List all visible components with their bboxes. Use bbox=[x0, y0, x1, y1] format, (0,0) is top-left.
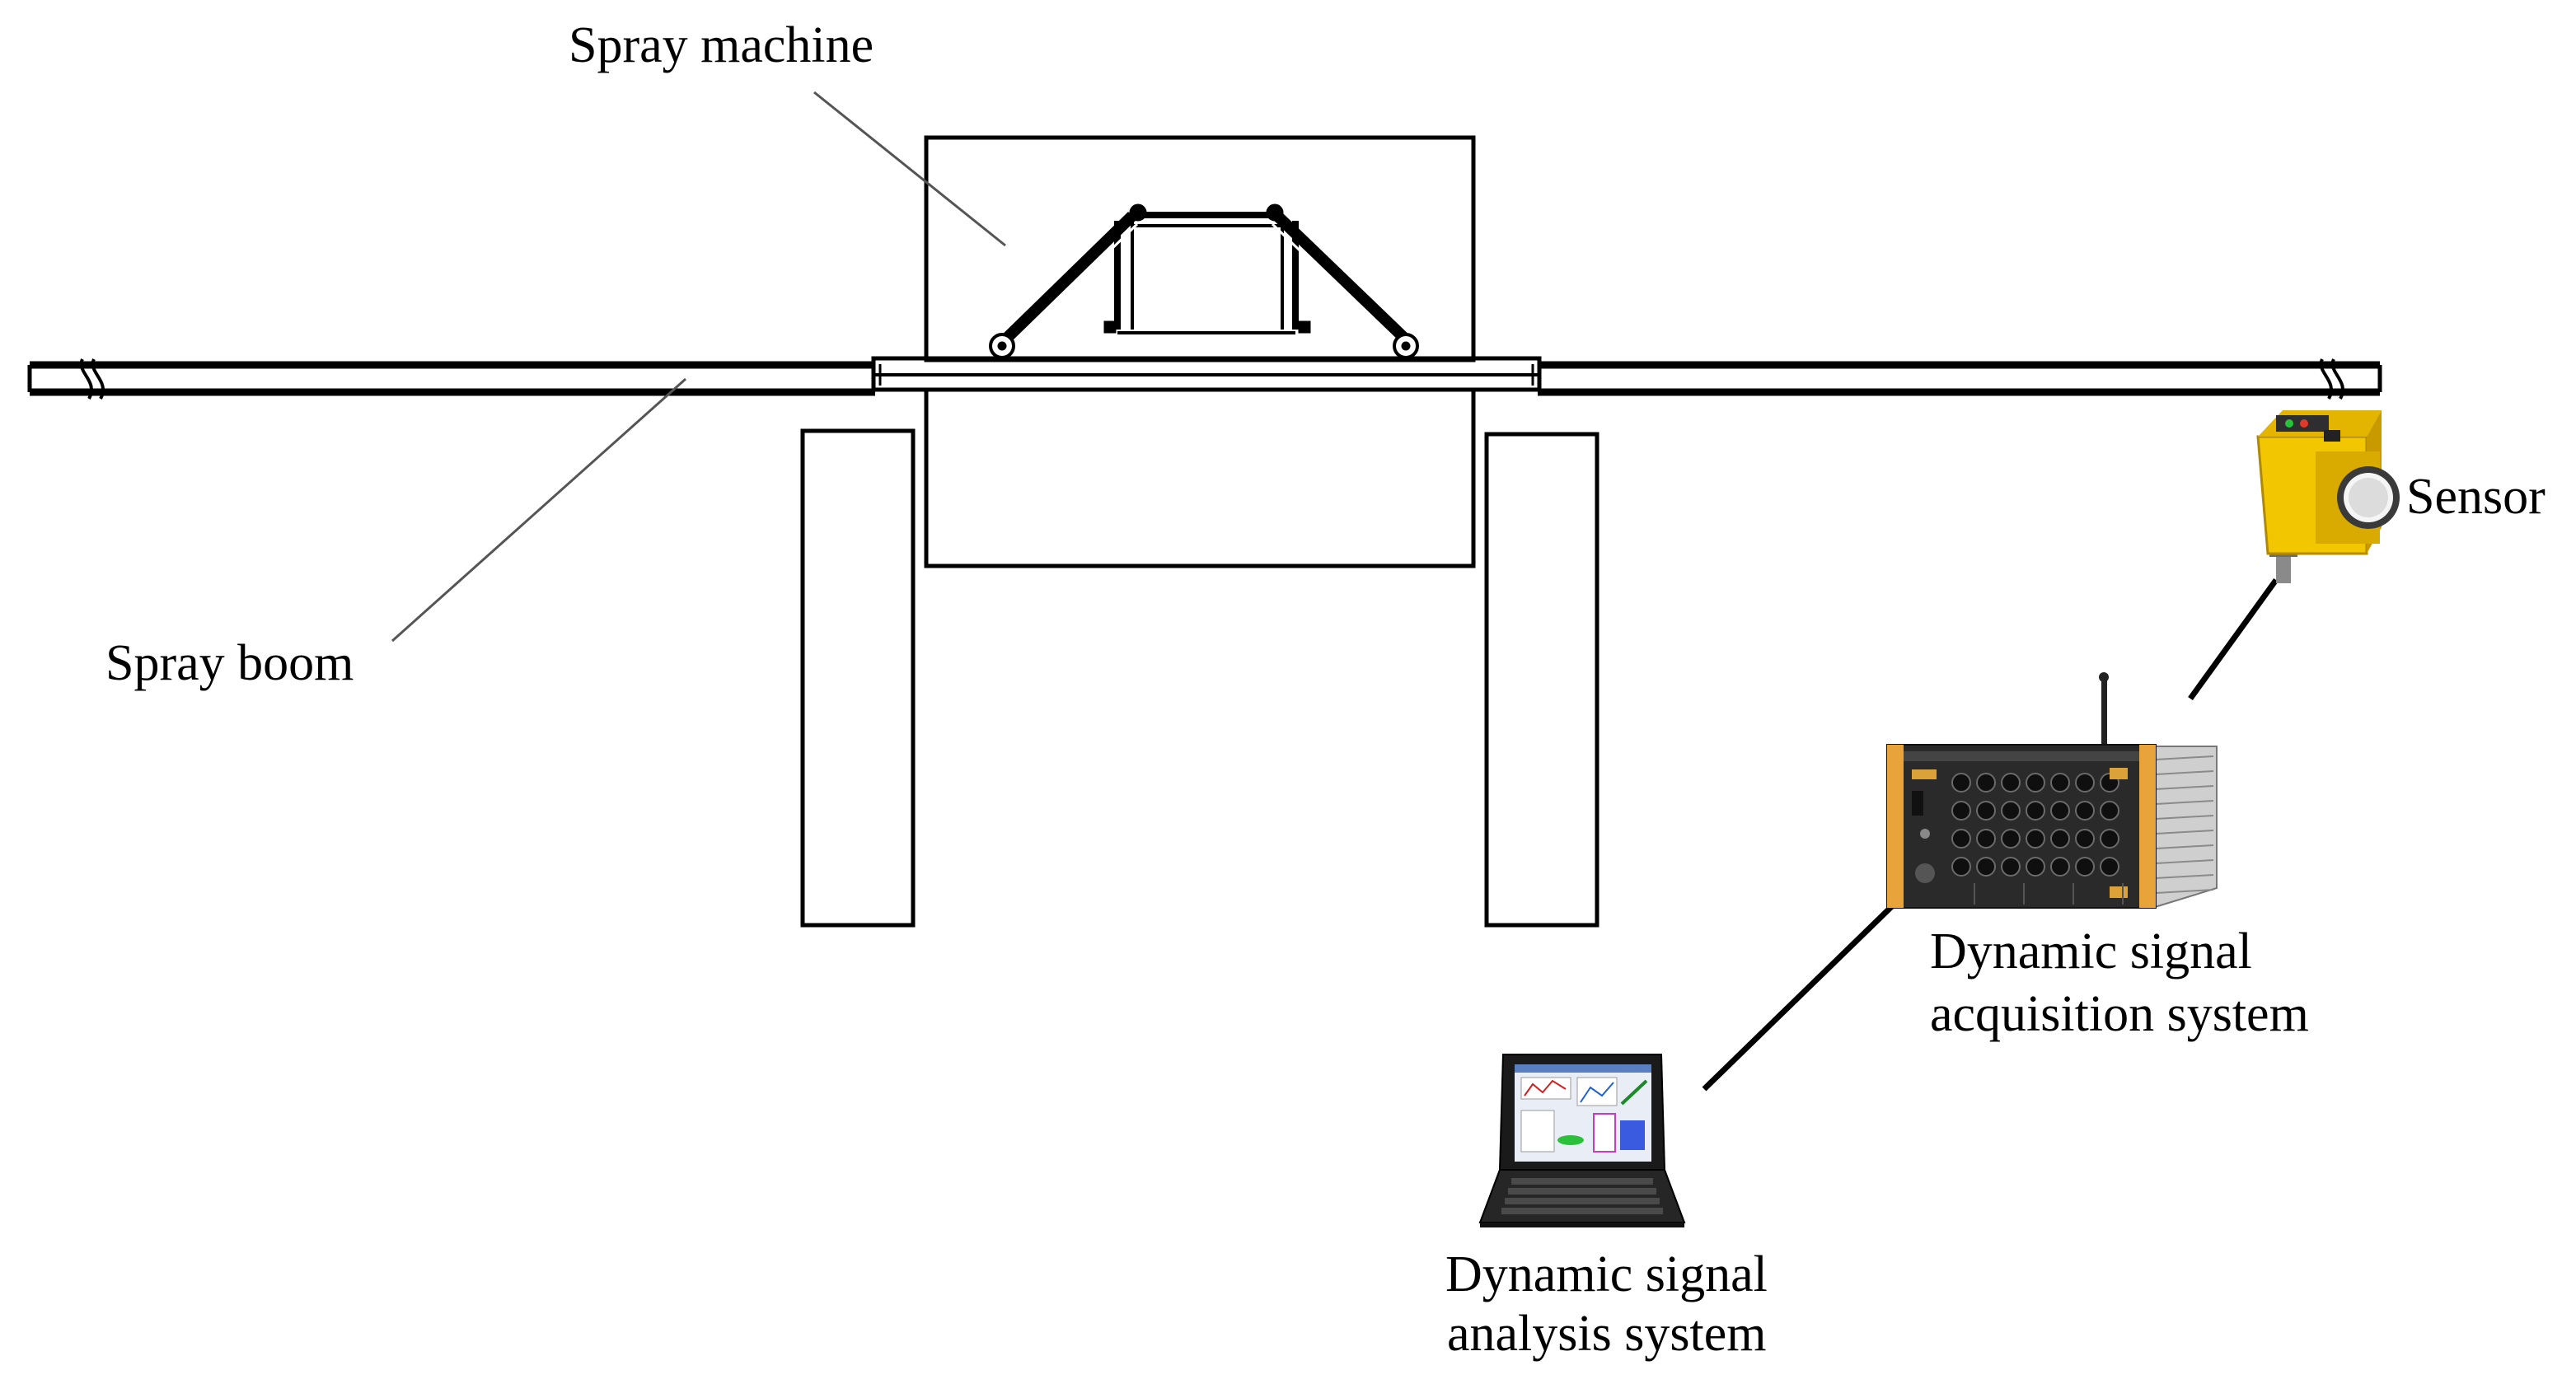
boom-suspension-linkage bbox=[989, 203, 1419, 359]
analysis-system-label-line2: analysis system bbox=[1447, 1306, 1767, 1362]
leader-lines bbox=[391, 91, 1006, 643]
daq-connectors bbox=[1951, 773, 2119, 877]
spray-boom-leader bbox=[391, 377, 686, 643]
spray-machine-label: Spray machine bbox=[569, 17, 874, 73]
left-wheel bbox=[800, 428, 916, 928]
spray-machine-leader bbox=[813, 91, 1006, 247]
laptop-icon bbox=[1478, 1054, 1686, 1227]
right-wheel bbox=[1484, 432, 1599, 928]
spray-boom bbox=[27, 356, 2382, 400]
spray-boom-label: Spray boom bbox=[105, 635, 354, 691]
daq-to-laptop-cable bbox=[1702, 904, 1895, 1092]
daq-device-icon bbox=[1886, 672, 2218, 909]
acquisition-system-label-line2: acquisition system bbox=[1930, 986, 2309, 1042]
sensor-label: Sensor bbox=[2406, 469, 2546, 525]
sensor-to-daq-cable bbox=[2188, 577, 2279, 701]
analysis-system-label-line1: Dynamic signal bbox=[1445, 1246, 1768, 1302]
spray-machine bbox=[800, 135, 1599, 928]
sensor-icon bbox=[2256, 410, 2400, 583]
acquisition-system-label-line1: Dynamic signal bbox=[1930, 923, 2252, 980]
cables bbox=[1702, 577, 2279, 1092]
